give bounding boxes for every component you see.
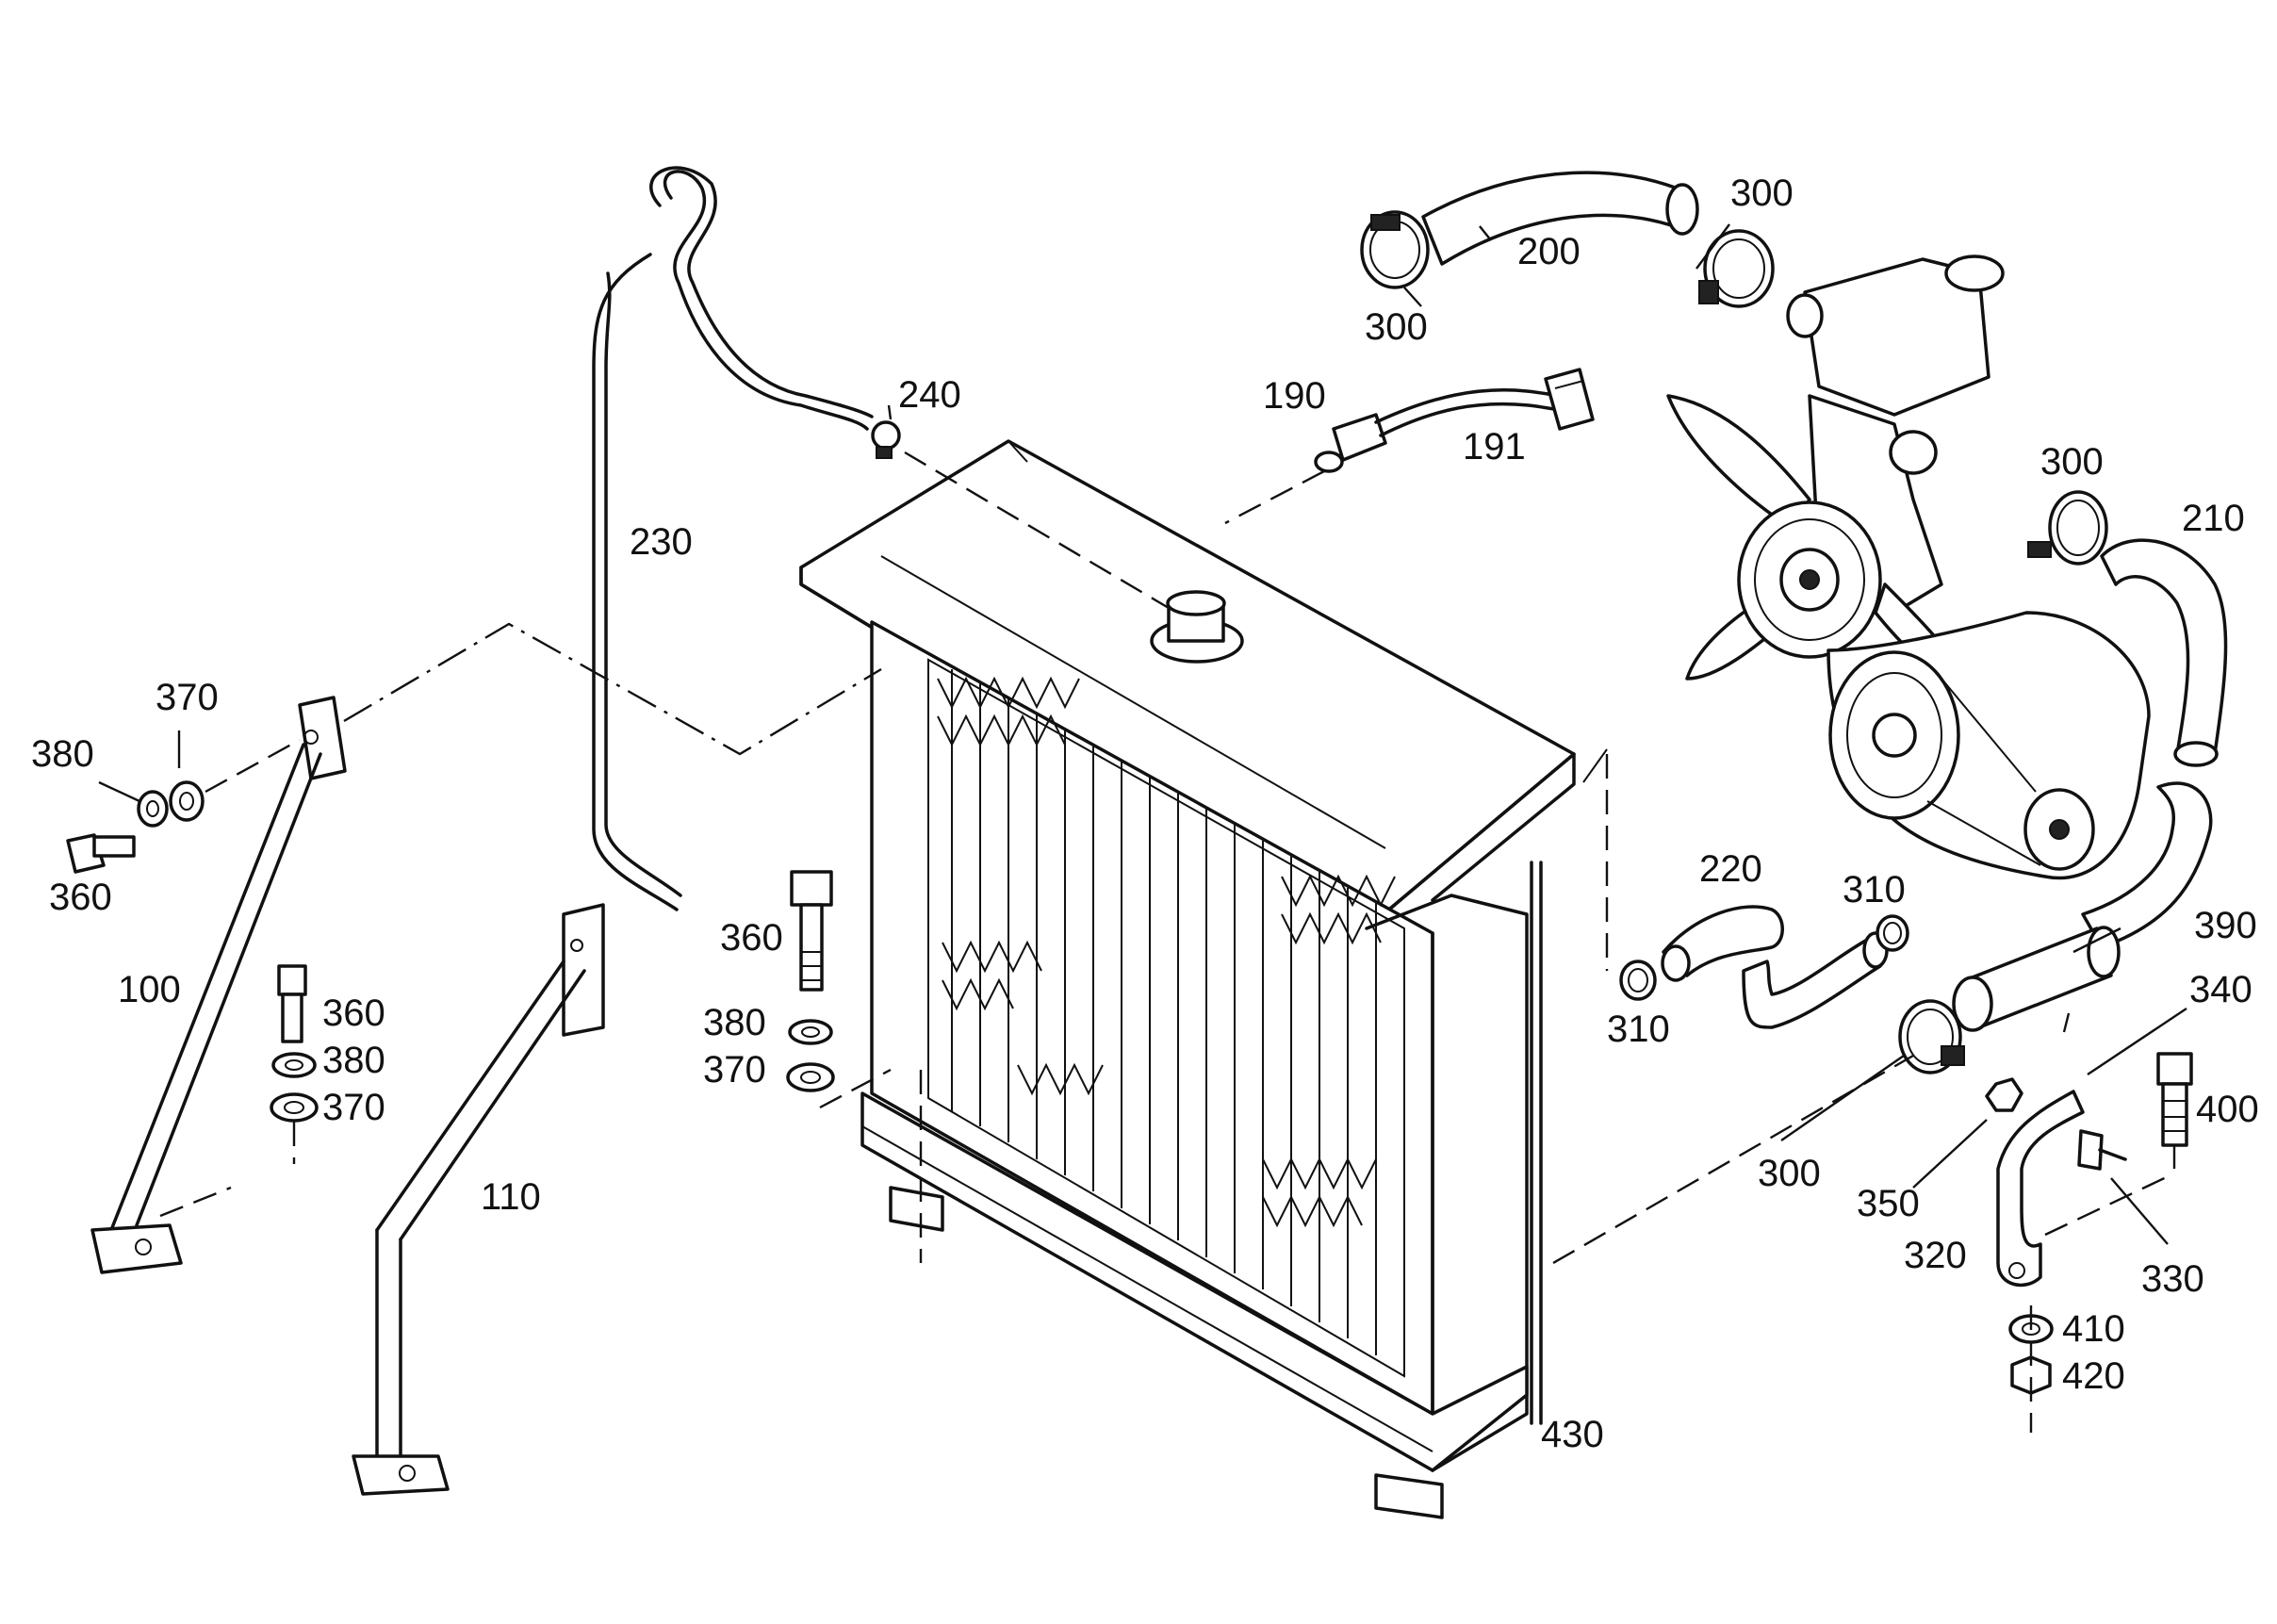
callout-210: 210 [2182, 498, 2245, 539]
callout-240: 240 [898, 374, 961, 416]
callout-380-b: 380 [322, 1040, 385, 1081]
hose-390 [1898, 781, 2213, 1074]
callout-360-b: 360 [322, 992, 385, 1034]
bracket-320 [1985, 1052, 2193, 1433]
stay-100 [90, 696, 347, 1274]
callout-310-right: 310 [1843, 869, 1906, 910]
radiator-assembly [799, 439, 1576, 1519]
callout-390: 390 [2194, 905, 2257, 946]
callout-labels: 300 200 300 240 190 191 230 300 210 370 … [31, 172, 2259, 1455]
callout-330: 330 [2141, 1258, 2204, 1300]
callout-220: 220 [1699, 848, 1762, 890]
callout-400: 400 [2196, 1089, 2259, 1130]
callout-380-a: 380 [31, 733, 94, 775]
callout-300-bottom: 300 [1758, 1153, 1821, 1194]
callout-350: 350 [1857, 1183, 1920, 1224]
radiator-core-fins [927, 658, 1405, 1378]
fasteners-left [66, 780, 835, 1164]
engine-water-pump [1666, 254, 2151, 880]
callout-360-c: 360 [720, 917, 783, 959]
callout-340: 340 [2189, 969, 2252, 1010]
callout-380-c: 380 [703, 1002, 766, 1043]
callout-200: 200 [1517, 231, 1581, 272]
clamp-240 [871, 420, 901, 459]
callout-300-left: 300 [1365, 306, 1428, 348]
callout-410: 410 [2062, 1308, 2125, 1350]
callout-190: 190 [1263, 375, 1326, 417]
hose-220 [1619, 905, 1909, 1029]
callout-320: 320 [1904, 1235, 1967, 1276]
callout-370-a: 370 [156, 677, 219, 718]
hose-210 [2027, 490, 2228, 767]
callout-370-b: 370 [322, 1087, 385, 1128]
callout-300-right: 300 [2040, 441, 2104, 483]
callout-430: 430 [1541, 1414, 1604, 1455]
stay-110 [352, 903, 605, 1496]
callout-310-left: 310 [1607, 1009, 1670, 1050]
filler-cap [1150, 590, 1244, 664]
leader-lines [98, 223, 2187, 1245]
temperature-sender-190 [1314, 368, 1595, 473]
callout-230: 230 [630, 521, 693, 563]
callout-420: 420 [2062, 1355, 2125, 1397]
callout-110: 110 [481, 1176, 541, 1218]
callout-100: 100 [118, 969, 181, 1010]
callout-300-top: 300 [1730, 172, 1794, 214]
callout-370-c: 370 [703, 1049, 766, 1091]
overflow-pipe-230 [592, 166, 874, 911]
callout-360-a: 360 [49, 877, 112, 918]
hose-200 [1360, 171, 1775, 308]
callout-191: 191 [1463, 426, 1526, 468]
